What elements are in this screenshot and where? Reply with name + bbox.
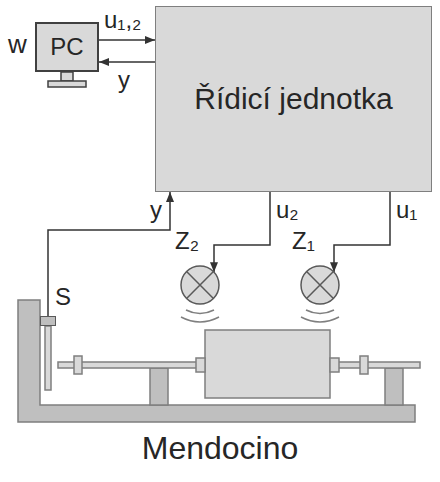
- lamp-body: [181, 266, 219, 304]
- lamp-body: [301, 266, 339, 304]
- monitor-base: [48, 81, 86, 87]
- lamp-symbol: Z₂: [180, 265, 220, 305]
- lamp-outline: [300, 265, 340, 305]
- light-wave: [186, 310, 214, 314]
- shaft-collar: [74, 356, 82, 374]
- pc-monitor: PC: [35, 22, 99, 72]
- monitor-neck: [61, 72, 73, 81]
- mendocino-apparatus: [18, 300, 420, 422]
- light-wave: [181, 317, 219, 322]
- control-unit-box: Řídicí jednotka: [155, 6, 432, 192]
- signal-name: y: [150, 196, 162, 224]
- signal-arrow: [48, 192, 170, 316]
- node-text: Řídicí jednotka: [194, 82, 392, 117]
- light-wave: [301, 317, 339, 322]
- node-label: Z₁: [292, 227, 315, 255]
- bearing-support: [150, 368, 168, 405]
- signal-arrow: [334, 192, 390, 272]
- setpoint-label: w: [8, 30, 27, 60]
- bearing-support: [385, 368, 403, 405]
- sensor-rod: [45, 326, 51, 390]
- shaft-collar: [196, 358, 205, 372]
- lamp-cross: [307, 272, 334, 299]
- signal-name: u₂: [276, 196, 299, 224]
- frame: [18, 300, 415, 422]
- signal-arrow: [99, 61, 155, 63]
- node-label: Z₂: [175, 227, 199, 255]
- apparatus-name: Mendocino: [0, 430, 440, 467]
- signal-name: y: [118, 66, 130, 94]
- shaft-collar: [360, 356, 368, 374]
- rotor-cylinder: [205, 330, 330, 398]
- light-waves: [181, 310, 339, 322]
- lamp-outline: [180, 265, 220, 305]
- signal-name: u₁,₂: [104, 6, 141, 34]
- signal-name: u₁: [396, 196, 417, 224]
- lamp-symbol: Z₁: [300, 265, 340, 305]
- node-text: PC: [50, 33, 83, 61]
- node-label: S: [55, 283, 71, 311]
- signal-arrow: [99, 39, 155, 41]
- sensor: S: [40, 316, 56, 326]
- signal-arrow: [214, 192, 270, 272]
- shaft-collar: [330, 358, 339, 372]
- lamp-cross: [187, 272, 214, 299]
- light-wave: [306, 310, 334, 314]
